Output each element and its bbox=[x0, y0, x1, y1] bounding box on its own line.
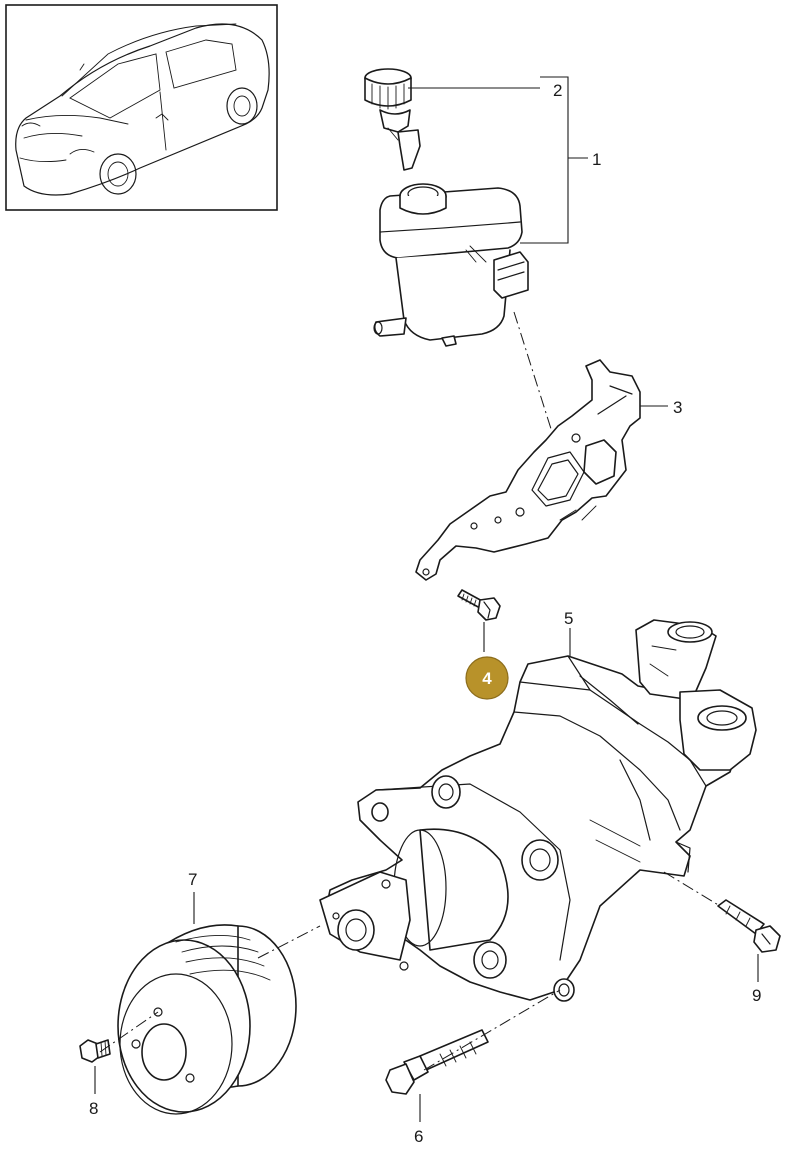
part-4-bolt[interactable] bbox=[457, 589, 501, 621]
callout-7[interactable]: 7 bbox=[188, 870, 197, 889]
part-1-reservoir[interactable] bbox=[373, 183, 529, 347]
callout-3[interactable]: 3 bbox=[673, 398, 682, 417]
callout-9[interactable]: 9 bbox=[752, 986, 761, 1005]
callout-4[interactable]: 4 bbox=[482, 669, 492, 688]
part-6-bolt[interactable] bbox=[385, 1029, 489, 1095]
part-5-pump[interactable] bbox=[319, 619, 757, 1002]
part-7-pulley[interactable] bbox=[117, 924, 297, 1115]
vehicle-overview-inset[interactable] bbox=[5, 4, 278, 211]
part-9-bolt[interactable] bbox=[717, 899, 781, 953]
sedan-car-icon bbox=[15, 23, 270, 196]
callout-4-highlight[interactable]: 4 bbox=[465, 656, 509, 700]
callout-5[interactable]: 5 bbox=[564, 609, 573, 628]
callout-2[interactable]: 2 bbox=[553, 81, 562, 100]
callout-8[interactable]: 8 bbox=[89, 1099, 98, 1118]
part-3-bracket[interactable] bbox=[415, 359, 641, 581]
leader-lines bbox=[94, 76, 759, 1122]
part-8-bolt[interactable] bbox=[79, 1039, 111, 1063]
part-2-reservoir-cap[interactable] bbox=[364, 68, 421, 171]
callout-1[interactable]: 1 bbox=[592, 150, 601, 169]
callout-6[interactable]: 6 bbox=[414, 1127, 423, 1146]
